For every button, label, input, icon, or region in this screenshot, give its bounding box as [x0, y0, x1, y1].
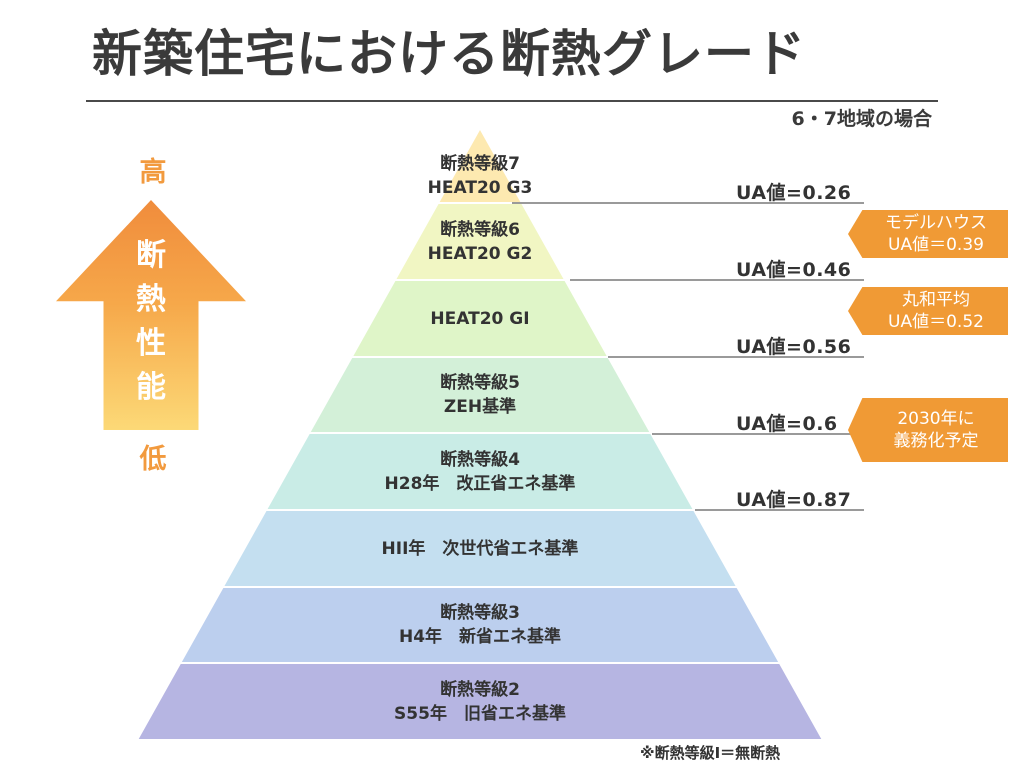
- callout-line: 丸和平均: [902, 290, 970, 310]
- arrow-text-char: 能: [136, 370, 166, 405]
- callout-line: UA値＝0.39: [888, 235, 984, 255]
- pyramid-tier: [135, 662, 825, 741]
- tier-label-line: ZEH基準: [443, 397, 517, 417]
- ua-value-label: UA値=0.26: [736, 182, 852, 204]
- region-note: 6・7地域の場合: [791, 108, 932, 130]
- tier-label-line: S55年 旧省エネ基準: [394, 703, 566, 724]
- arrow-text-char: 熱: [136, 282, 166, 317]
- ua-leader-line: [570, 279, 864, 281]
- high-label: 高: [139, 157, 167, 188]
- tier-label-line: 断熱等級4: [440, 449, 520, 470]
- callout-line: モデルハウス: [885, 213, 987, 233]
- tier-label-line: H28年 改正省エネ基準: [384, 473, 576, 494]
- tier-label-line: HEAT20 GⅠ: [430, 308, 530, 329]
- tier-label-line: 断熱等級5: [440, 373, 520, 393]
- tier-label: HⅠⅠ年 次世代省エネ基準: [280, 537, 680, 561]
- tier-label-line: 断熱等級3: [440, 603, 520, 623]
- arrow-text-char: 断: [136, 238, 166, 273]
- footnote: ※断熱等級Ⅰ＝無断熱: [640, 744, 781, 762]
- ua-value-label: UA値=0.46: [736, 259, 852, 281]
- callout-2030-mandatory: 2030年に 義務化予定: [848, 398, 1008, 462]
- page-title: 新築住宅における断熱グレード: [92, 25, 806, 83]
- tier-label-line: 断熱等級7: [440, 153, 520, 174]
- tier-label-line: 断熱等級2: [440, 679, 520, 700]
- callout-line: UA値＝0.52: [888, 312, 984, 332]
- callout-line: 2030年に: [897, 409, 975, 429]
- ua-leader-line: [608, 356, 864, 358]
- arrow-text-char: 性: [136, 326, 166, 361]
- tier-label-line: HEAT20 G3: [427, 177, 533, 198]
- title-underline: [86, 100, 938, 102]
- tier-label-line: H4年 新省エネ基準: [398, 627, 562, 647]
- callout-company-average: 丸和平均 UA値＝0.52: [848, 287, 1008, 335]
- callout-line: 義務化予定: [893, 431, 979, 451]
- ua-leader-line: [695, 509, 864, 511]
- ua-leader-line: [652, 433, 864, 435]
- ua-leader-line: [512, 202, 864, 204]
- tier-label-line: HⅠⅠ年 次世代省エネ基準: [381, 538, 579, 559]
- ua-value-label: UA値=0.6: [736, 413, 838, 435]
- tier-label-line: 断熱等級6: [440, 219, 520, 240]
- callout-model-house: モデルハウス UA値＝0.39: [848, 210, 1008, 258]
- low-label: 低: [139, 444, 167, 475]
- ua-value-label: UA値=0.56: [736, 336, 852, 358]
- performance-arrow: 断 熱 性 能: [56, 200, 246, 430]
- ua-value-label: UA値=0.87: [736, 489, 852, 511]
- tier-label: HEAT20 GⅠ: [280, 307, 680, 331]
- tier-label-line: HEAT20 G2: [427, 243, 533, 264]
